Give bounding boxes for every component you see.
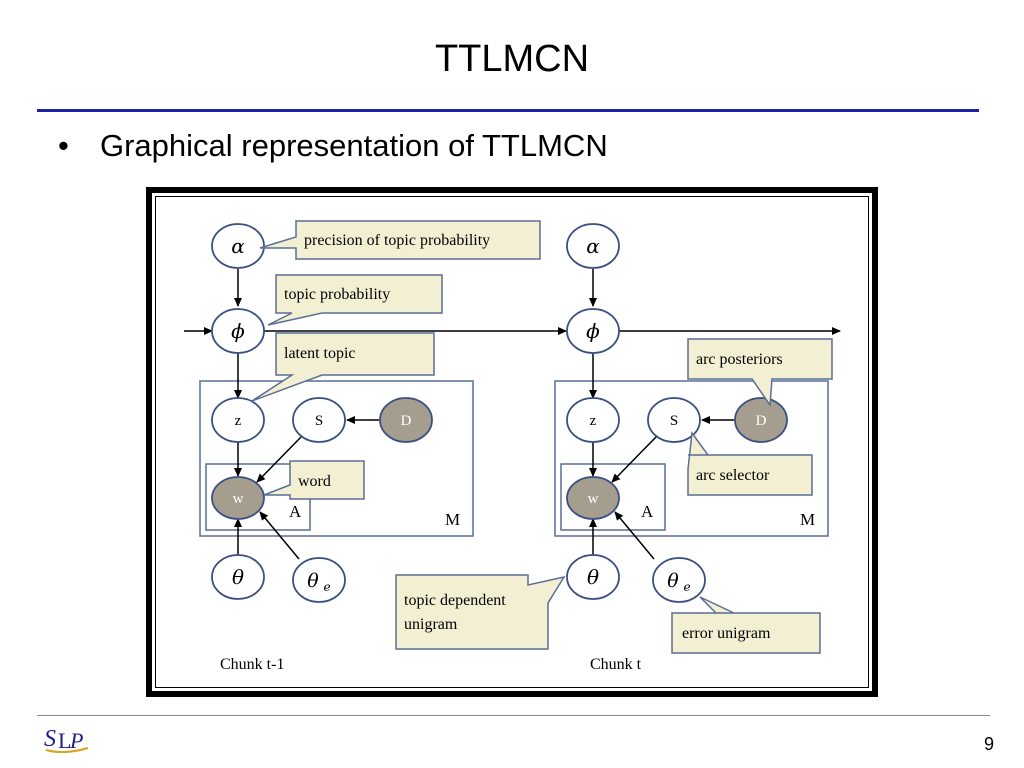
node-theta-e-left: θ e [292, 557, 346, 603]
node-theta-right: θ [566, 554, 620, 600]
edge-s-w-right [611, 435, 658, 483]
node-s-right: S [647, 397, 701, 443]
plate-m-label-right: M [800, 510, 815, 529]
plate-m-right [554, 380, 829, 537]
callout-error-unigram: error unigram [671, 596, 821, 654]
node-d-left: D [379, 397, 433, 443]
node-z-label: z [235, 413, 242, 429]
callout-precision-text: precision of topic probability [304, 232, 490, 249]
node-alpha-label: α [586, 234, 600, 258]
edge-thetae-w-right [614, 511, 655, 560]
title-divider [37, 109, 979, 112]
diagram-frame: M A α ϕ z S D [146, 187, 878, 697]
node-d-right: D [734, 397, 788, 443]
callout-error-unigram-text: error unigram [682, 625, 771, 642]
node-theta-e-label: θ [307, 570, 319, 592]
node-theta-e-subscript: e [683, 580, 690, 594]
plate-m-left [199, 380, 474, 537]
bullet-dot-icon: • [58, 128, 69, 163]
node-theta-e-subscript: e [323, 580, 330, 594]
node-w-label: w [588, 491, 599, 507]
node-z-right: z [566, 397, 620, 443]
node-phi-left: ϕ [211, 308, 265, 354]
bullet-text: Graphical representation of TTLMCN [100, 128, 608, 163]
plate-a-label-left: A [289, 502, 302, 521]
page-number: 9 [983, 734, 994, 754]
node-theta-e-right: θ e [652, 557, 706, 603]
graphical-model-diagram: M A α ϕ z S D [184, 220, 841, 673]
node-w-label: w [233, 491, 244, 507]
plate-a-label-right: A [641, 502, 654, 521]
bullet-item: • Graphical representation of TTLMCN [58, 128, 608, 164]
callout-topic-dependent: topic dependent unigram [395, 574, 566, 650]
node-phi-label: ϕ [586, 319, 600, 343]
node-w-right: w [566, 476, 620, 520]
callout-arc-selector-text: arc selector [696, 467, 770, 484]
callout-topic-dependent-line2: unigram [404, 616, 458, 633]
callout-topic-probability: topic probability [267, 274, 443, 326]
node-s-left: S [292, 397, 346, 443]
node-s-label: S [315, 413, 323, 429]
node-theta-left: θ [211, 554, 265, 600]
node-d-label: D [401, 413, 412, 429]
callout-topic-probability-text: topic probability [284, 286, 390, 303]
node-theta-label: θ [587, 565, 599, 589]
node-w-left: w [211, 476, 265, 520]
edge-thetae-w-left [259, 511, 300, 560]
callout-arc-posteriors: arc posteriors [687, 338, 833, 408]
callout-word: word [263, 460, 365, 500]
edge-s-w-left [256, 435, 303, 483]
svg-text:P: P [69, 728, 83, 753]
svg-text:L: L [58, 728, 71, 753]
callout-latent-topic: latent topic [251, 332, 435, 402]
node-phi-label: ϕ [231, 319, 245, 343]
node-phi-right: ϕ [566, 308, 620, 354]
node-alpha-right: α [566, 223, 620, 269]
callout-arc-posteriors-text: arc posteriors [696, 351, 783, 368]
svg-text:S: S [44, 726, 56, 752]
chunk-label-right: Chunk t [590, 656, 642, 673]
plate-a-right [560, 463, 666, 531]
node-z-left: z [211, 397, 265, 443]
callout-topic-dependent-line1: topic dependent [404, 592, 506, 609]
callout-precision: precision of topic probability [259, 220, 541, 260]
node-z-label: z [590, 413, 597, 429]
footer-divider [37, 715, 990, 716]
node-s-label: S [670, 413, 678, 429]
callout-word-text: word [298, 473, 331, 490]
chunk-label-left: Chunk t-1 [220, 656, 284, 673]
node-alpha-label: α [231, 234, 245, 258]
node-alpha-left: α [211, 223, 265, 269]
callout-arc-selector: arc selector [687, 430, 813, 496]
diagram-inner-border [155, 196, 869, 688]
callout-latent-topic-text: latent topic [284, 345, 356, 362]
slp-logo: S L P [42, 722, 94, 761]
slide-title: TTLMCN [434, 38, 590, 80]
node-theta-e-label: θ [667, 570, 679, 592]
node-d-label: D [756, 413, 767, 429]
plate-m-label-left: M [445, 510, 460, 529]
node-theta-label: θ [232, 565, 244, 589]
